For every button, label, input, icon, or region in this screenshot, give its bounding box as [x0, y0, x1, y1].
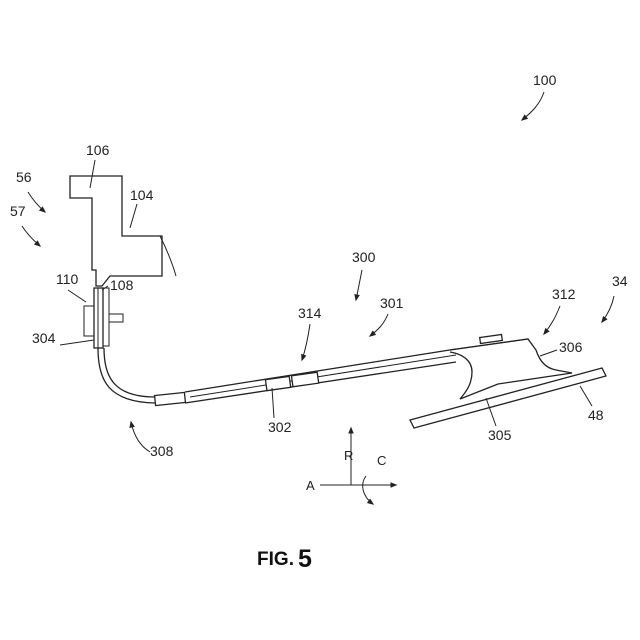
- label-57: 57: [10, 203, 26, 219]
- tube-upper-line: [185, 349, 456, 392]
- leader-34: [602, 296, 614, 322]
- leader-305: [486, 398, 496, 426]
- leader-100: [522, 92, 544, 120]
- fastener-nut: [109, 314, 123, 322]
- fastener-washer: [103, 288, 109, 346]
- leader-314: [302, 324, 310, 360]
- tube-lower-line: [185, 362, 456, 403]
- figure-caption: FIG. 5: [257, 545, 312, 573]
- leader-306: [540, 350, 557, 356]
- fastener-assembly: [84, 288, 123, 348]
- label-302: 302: [268, 419, 292, 435]
- leader-56: [28, 192, 45, 212]
- support-bracket: [450, 334, 572, 399]
- label-312: 312: [552, 286, 576, 302]
- label-100: 100: [533, 72, 557, 88]
- leader-48: [580, 386, 592, 406]
- figure-number: 5: [298, 545, 312, 573]
- leader-301: [370, 314, 388, 336]
- label-308: 308: [150, 443, 174, 459]
- label-306: 306: [559, 339, 583, 355]
- reference-labels: 100 56 57 106 104 110 108 304 308 300 30…: [10, 72, 628, 459]
- leader-57: [22, 226, 40, 246]
- tube-assembly: [155, 349, 456, 406]
- label-110: 110: [56, 271, 79, 287]
- label-304: 304: [32, 330, 56, 346]
- label-108: 108: [110, 277, 134, 293]
- mounting-bracket: [70, 176, 176, 286]
- label-300: 300: [352, 249, 376, 265]
- leader-300: [356, 270, 362, 300]
- label-104: 104: [130, 187, 154, 203]
- figure-prefix: FIG.: [257, 549, 294, 570]
- label-34: 34: [612, 273, 628, 289]
- label-305: 305: [488, 427, 512, 443]
- label-301: 301: [380, 295, 404, 311]
- leader-312: [544, 306, 560, 334]
- tube-coupling-1: [155, 392, 186, 405]
- leader-304: [60, 340, 94, 345]
- leader-302: [272, 388, 274, 418]
- base-plate: [410, 368, 606, 428]
- leader-106: [90, 160, 95, 188]
- fastener-body: [84, 306, 94, 336]
- label-106: 106: [86, 142, 110, 158]
- label-48: 48: [588, 407, 604, 423]
- tube-center-line: [190, 355, 456, 397]
- axis-label-r: R: [344, 448, 353, 463]
- label-56: 56: [16, 169, 32, 185]
- circumferential-arrow: [363, 476, 373, 504]
- bracket-cap: [480, 334, 503, 343]
- leader-110: [68, 290, 86, 302]
- label-314: 314: [298, 305, 322, 321]
- coordinate-axes: R A C: [306, 428, 396, 504]
- axis-label-c: C: [377, 453, 386, 468]
- axis-label-a: A: [306, 478, 315, 493]
- flexible-conduit: [98, 348, 155, 403]
- leader-308: [131, 422, 150, 452]
- leader-104: [130, 204, 137, 228]
